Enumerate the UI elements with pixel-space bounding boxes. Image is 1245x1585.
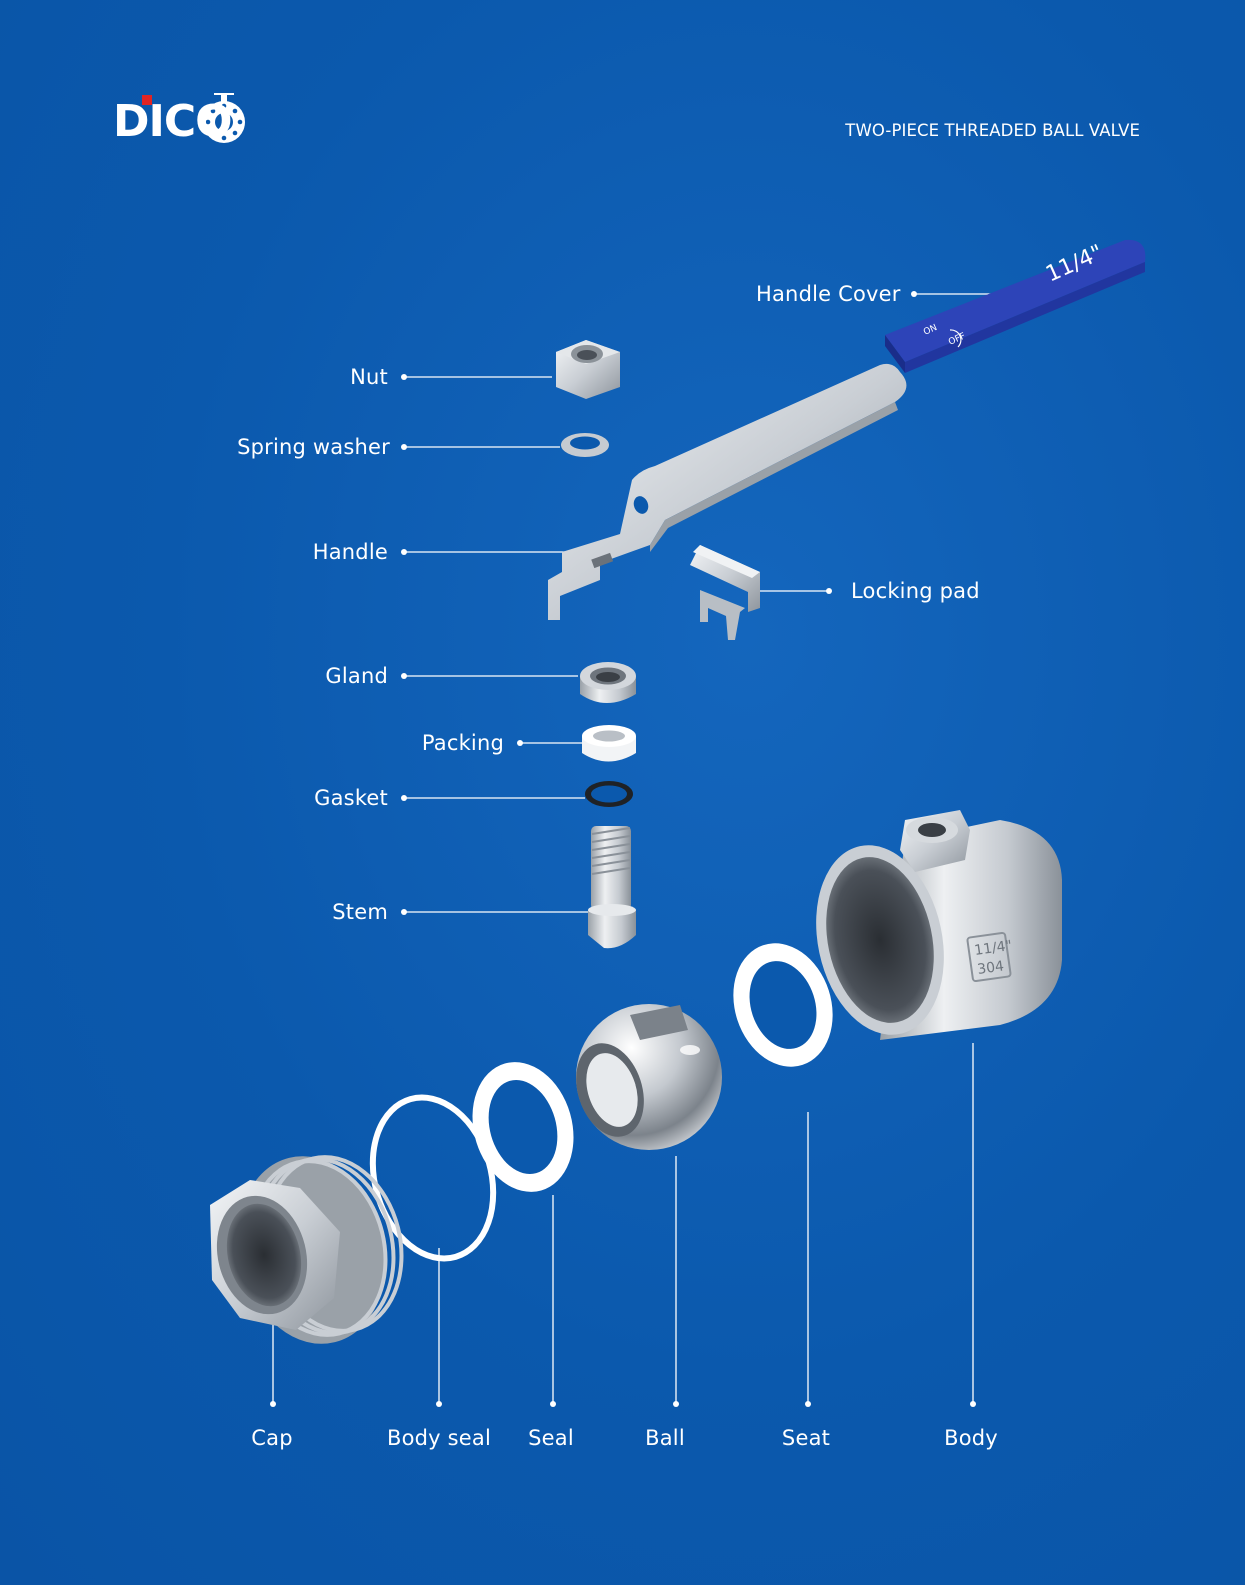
label-stem: Stem — [332, 900, 388, 924]
handle-cover-part: 11/4" ON OFF — [885, 239, 1146, 373]
document-title: TWO-PIECE THREADED BALL VALVE — [845, 121, 1140, 140]
gland-part — [580, 662, 636, 703]
handle-part — [548, 363, 907, 620]
leader-lines — [272, 293, 995, 1404]
label-packing: Packing — [421, 731, 504, 755]
label-cap: Cap — [251, 1426, 293, 1450]
body-size-marking: 11/4" — [973, 938, 1013, 959]
label-seal: Seal — [528, 1426, 574, 1450]
nut-part — [556, 340, 620, 399]
gasket-part — [585, 781, 633, 807]
packing-part — [582, 725, 636, 762]
label-gasket: Gasket — [314, 786, 388, 810]
logo-flange-icon — [142, 93, 245, 143]
label-spring-washer: Spring washer — [237, 435, 390, 459]
spring-washer-part — [561, 433, 609, 457]
label-body: Body — [944, 1426, 998, 1450]
label-handle: Handle — [312, 540, 388, 564]
seal-part — [472, 1062, 574, 1192]
label-locking-pad: Locking pad — [851, 579, 980, 603]
locking-pad-part — [690, 545, 760, 640]
label-handle-cover: Handle Cover — [756, 282, 901, 306]
label-seat: Seat — [781, 1426, 831, 1450]
label-nut: Nut — [350, 365, 388, 389]
ball-part — [576, 1004, 722, 1150]
label-gland: Gland — [325, 664, 388, 688]
body-part: 11/4" 304 — [816, 810, 1062, 1040]
label-ball: Ball — [645, 1426, 685, 1450]
leader-dots — [270, 291, 976, 1407]
body-seal-part — [369, 1094, 497, 1262]
seat-part — [733, 943, 833, 1067]
body-material-marking: 304 — [976, 958, 1005, 978]
brand-logo: DICO — [113, 96, 233, 147]
cap-part — [210, 1155, 404, 1344]
label-body-seal: Body seal — [386, 1426, 492, 1450]
stem-part — [588, 826, 636, 949]
